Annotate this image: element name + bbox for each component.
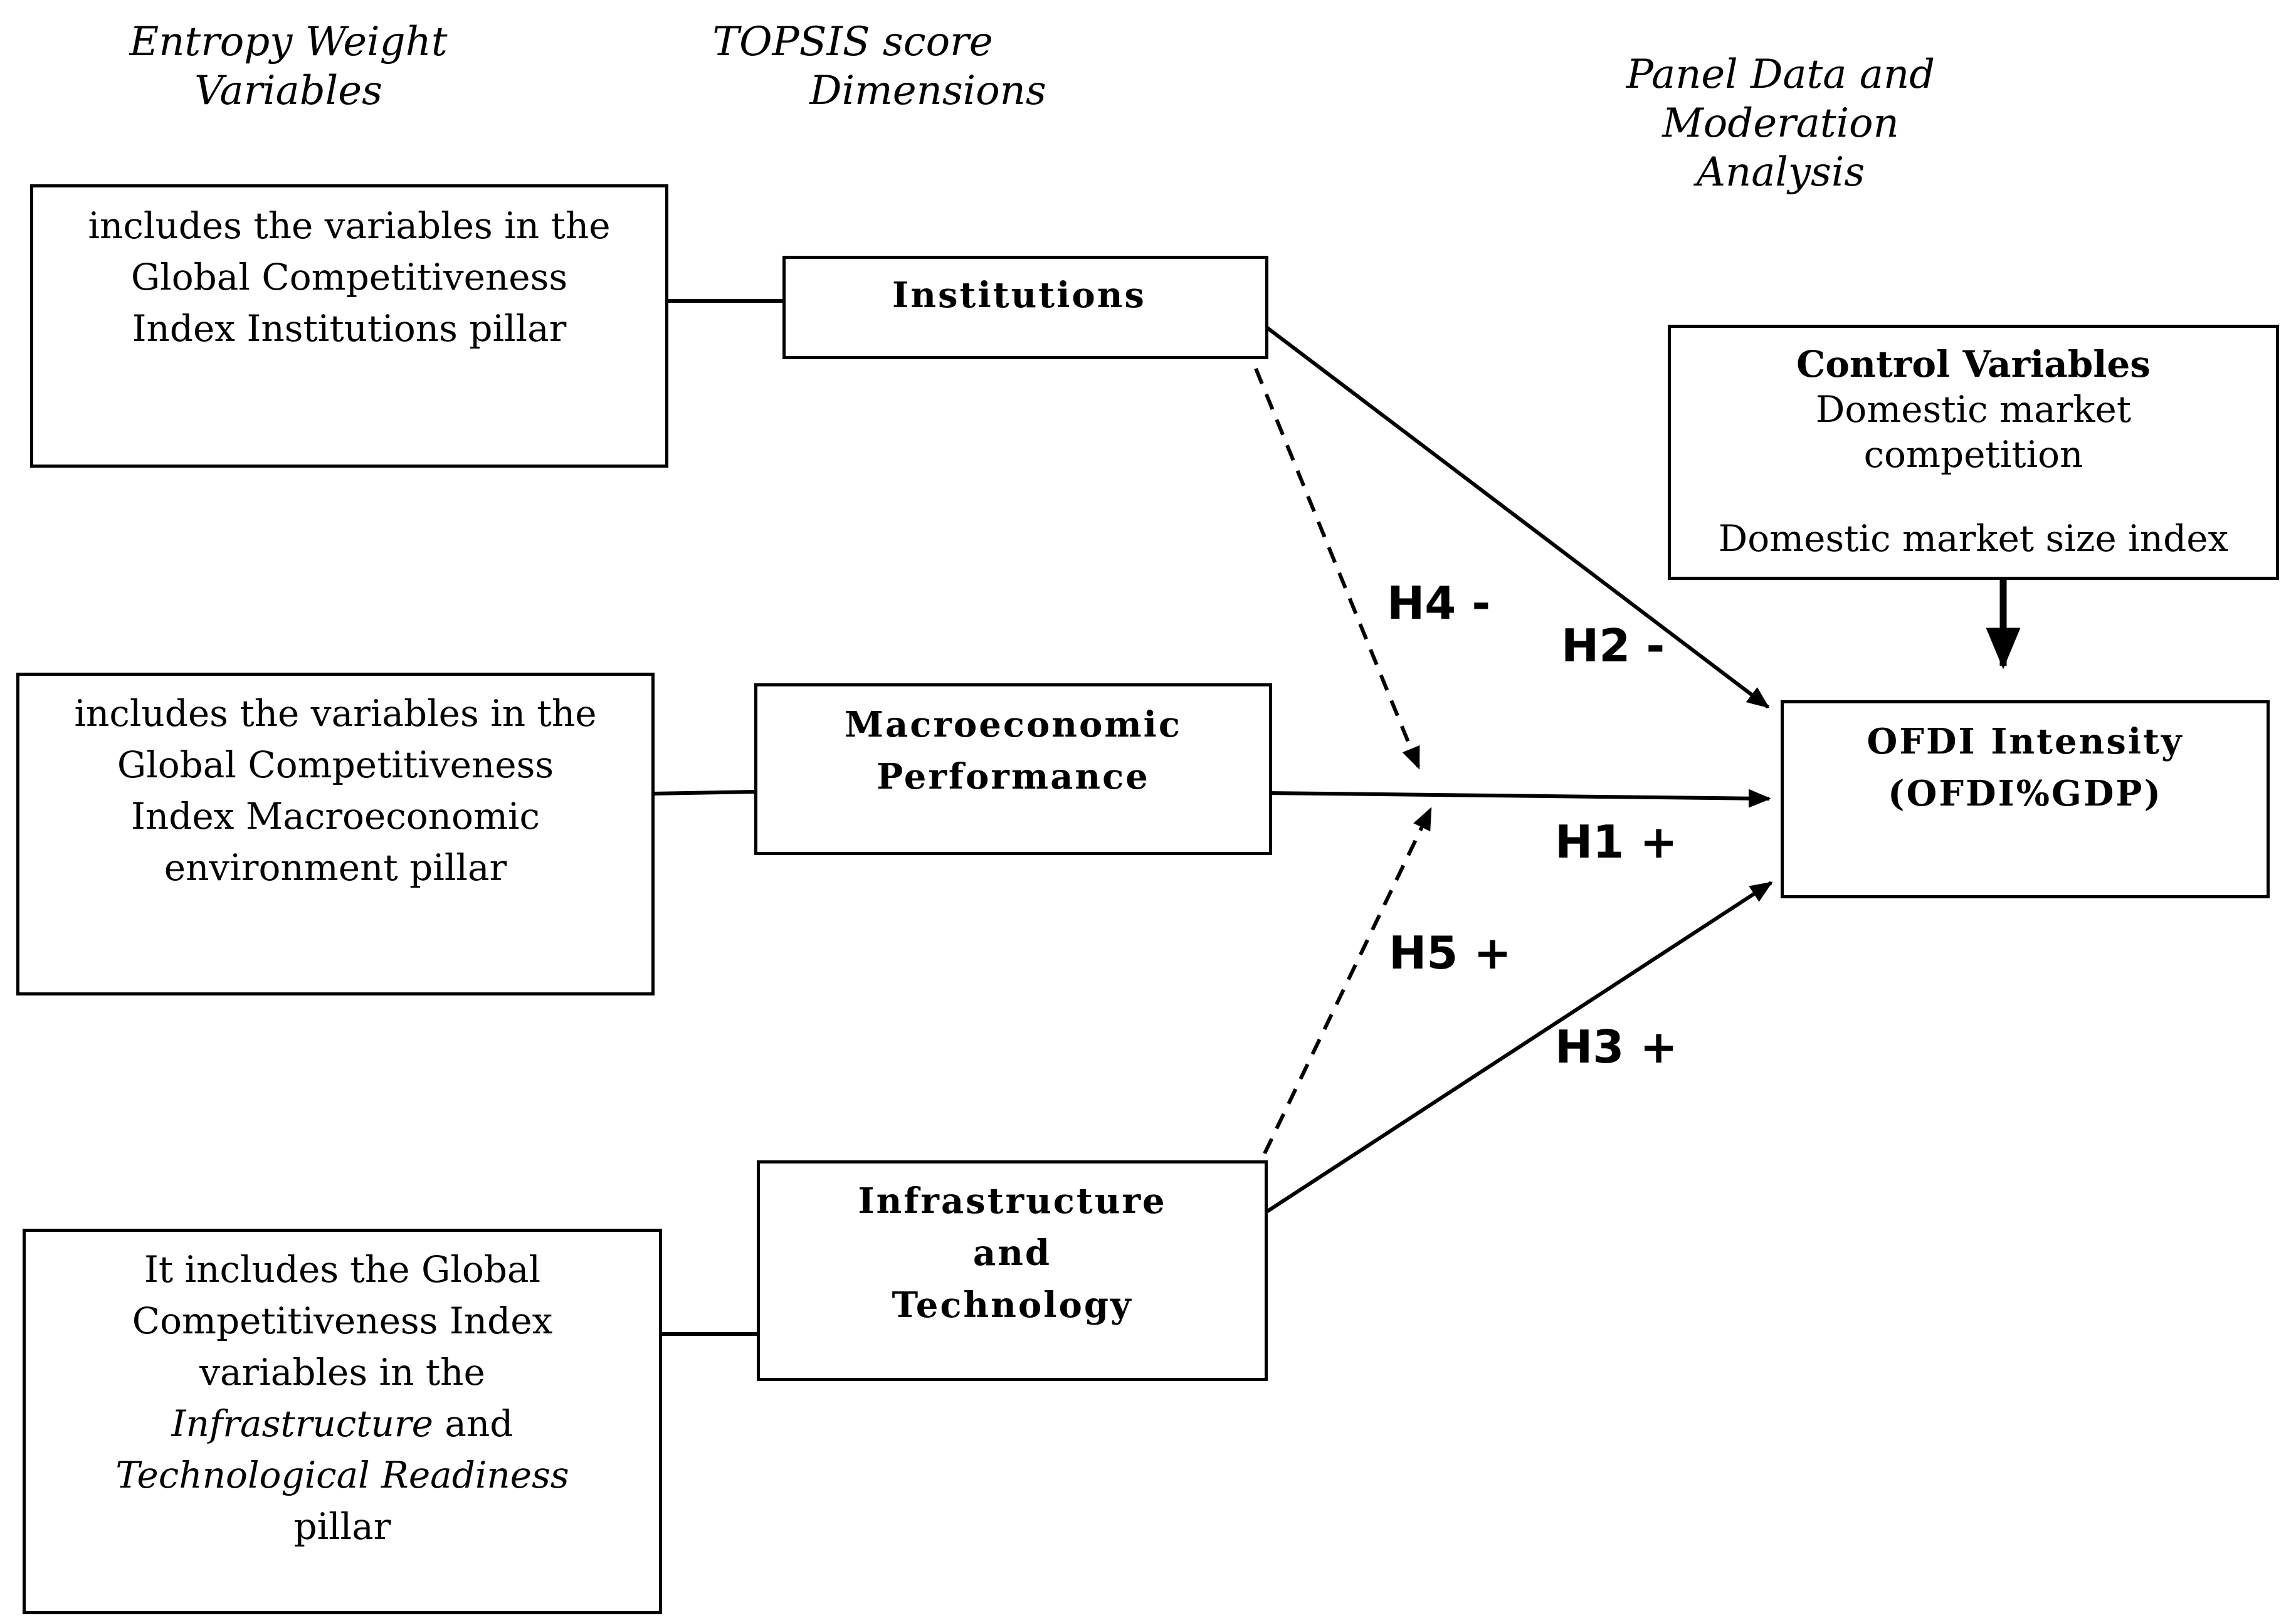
institutions-dimension-label: Institutions	[892, 275, 1146, 316]
hypothesis-h1-label: H1 +	[1555, 816, 1678, 868]
macroeconomic-variables-box	[16, 673, 655, 995]
institutions-variables-text: includes the variables in the Global Com…	[88, 204, 611, 350]
arrow-h2	[1265, 325, 1770, 709]
hypothesis-h2-label: H2 -	[1561, 619, 1665, 672]
ofdi-intensity-box	[1781, 700, 2270, 898]
topsis-heading: TOPSIS score Dimensions	[712, 19, 1046, 114]
entropy-weight-heading: Entropy Weight Variables	[129, 19, 448, 114]
infrastructure-dimension-label: Infrastructure and Technology	[858, 1180, 1167, 1326]
control-variables-text: Control Variables Domestic market compet…	[1718, 343, 2229, 560]
arrow-h5	[1263, 807, 1433, 1155]
infrastructure-variables-text: It includes the Global Competitiveness I…	[115, 1248, 569, 1548]
hypothesis-h5-label: H5 +	[1389, 927, 1512, 979]
macroeconomic-variables-text: includes the variables in the Global Com…	[74, 692, 597, 889]
infrastructure-dimension-box	[757, 1160, 1268, 1381]
connector-macroeconomic	[651, 790, 755, 796]
institutions-dimension-box	[782, 256, 1268, 359]
ofdi-intensity-label: OFDI Intensity (OFDI%GDP)	[1867, 721, 2184, 814]
macroeconomic-dimension-label: Macroeconomic Performance	[845, 704, 1182, 797]
arrow-h3	[1261, 881, 1773, 1216]
infrastructure-variables-box	[23, 1229, 662, 1614]
arrow-h4	[1254, 367, 1421, 770]
hypothesis-h4-label: H4 -	[1387, 577, 1491, 629]
panel-data-heading: Panel Data and Moderation Analysis	[1626, 51, 1935, 196]
institutions-variables-box	[30, 184, 668, 468]
hypothesis-h3-label: H3 +	[1555, 1021, 1678, 1073]
macroeconomic-dimension-box	[754, 683, 1272, 855]
control-variables-box	[1668, 325, 2279, 580]
arrow-h1	[1267, 789, 1771, 808]
